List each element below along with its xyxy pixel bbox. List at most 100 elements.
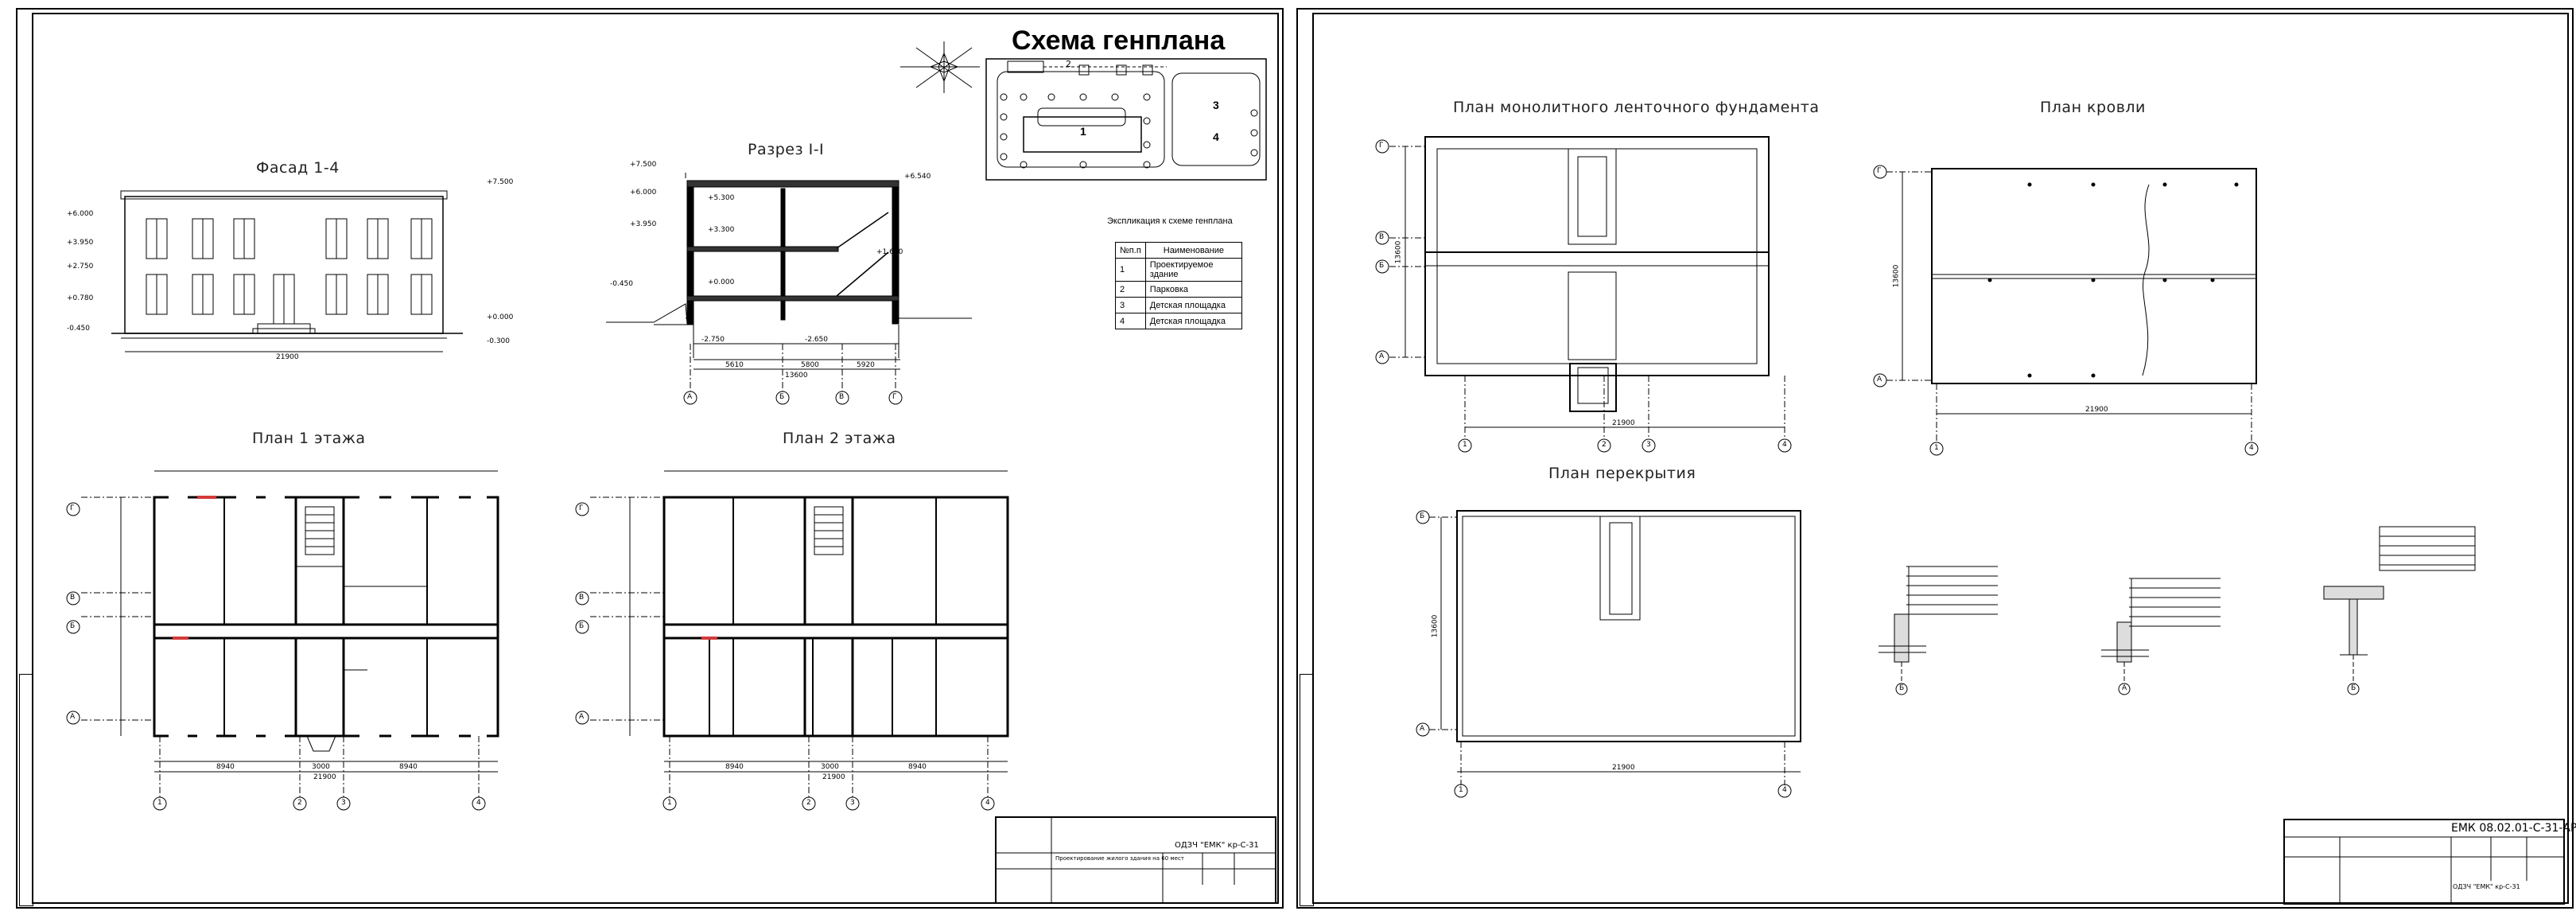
plan1-axis-label: 2	[297, 799, 302, 807]
plan1-axis-label: В	[70, 594, 76, 601]
facade-level: +3.950	[67, 239, 94, 247]
section-level: -2.750	[701, 336, 725, 344]
foundation-title: План монолитного ленточного фундамента	[1453, 99, 1820, 116]
foundation-axis-label: 1	[1463, 441, 1467, 449]
explication-title: Экспликация к схеме генплана	[1107, 216, 1233, 226]
plan2-dim: 8940	[908, 763, 927, 771]
foundation-axis-label: 4	[1782, 441, 1787, 449]
plan1-axes	[66, 496, 486, 811]
roof-axis-label: А	[1877, 376, 1882, 383]
section-axis-label: Г	[892, 393, 897, 401]
detail-node-3	[2323, 526, 2476, 695]
section-dim: 5610	[725, 361, 744, 369]
foundation-axis-label: В	[1379, 233, 1385, 241]
floor-axis-label: Б	[1420, 512, 1425, 520]
plan2-axis-label: 3	[850, 799, 855, 807]
roof-plan	[1931, 168, 2257, 384]
plan2-drawing	[629, 470, 1009, 773]
floor-overall-dim: 21900	[1612, 764, 1635, 772]
floor-axis-label: А	[1420, 725, 1425, 733]
roof-axes	[1873, 165, 2259, 456]
plan1-axis-label: 1	[157, 799, 162, 807]
sheet-1-frame	[32, 13, 1279, 904]
node-legend-lines	[1906, 566, 2220, 627]
foundation-axis-label: А	[1379, 352, 1385, 360]
section-axis-circles	[683, 344, 903, 405]
section-dim: 5800	[801, 361, 819, 369]
plan2-dim: 8940	[725, 763, 744, 771]
sheet-1: Фасад 1-4 Разрез I-I План 1 этажа План 2…	[16, 8, 1284, 909]
plan1-dim: 21900	[313, 773, 336, 781]
facade-width-dim: 21900	[276, 353, 299, 361]
facade-level: -0.300	[487, 337, 511, 345]
section-level: +1.650	[876, 248, 903, 256]
plan2-axes	[575, 496, 995, 811]
section-level: +3.300	[708, 226, 735, 234]
roof-title: План кровли	[2040, 99, 2146, 116]
plan1-dim: 8940	[216, 763, 235, 771]
plan1-axis-label: Г	[70, 504, 75, 512]
facade-windows	[146, 218, 433, 315]
plan1-axis-label: 4	[476, 799, 481, 807]
section-axis-label: Б	[779, 393, 785, 401]
stamp-project-text: Проектирование жилого здания на 60 мест	[1055, 855, 1184, 862]
plan2-dim: 3000	[821, 763, 839, 771]
facade-title: Фасад 1-4	[256, 159, 340, 177]
site-label-playground-4: 4	[1213, 130, 1219, 143]
sheet-2-frame	[1312, 13, 2569, 904]
foundation-axis-label: 2	[1602, 441, 1607, 449]
facade-level: +0.780	[67, 294, 94, 302]
section-dim: 13600	[785, 372, 808, 380]
floor-title: План перекрытия	[1548, 465, 1696, 482]
section-level: +5.300	[708, 194, 735, 202]
section-level: +3.950	[630, 220, 657, 228]
sheet-1-drawings	[66, 41, 1276, 904]
foundation-axes	[1375, 139, 1792, 453]
plan2-axis-label: 1	[667, 799, 672, 807]
floor-axis-label: 4	[1782, 786, 1787, 794]
stamp-code-sheet1: ОДЗЧ "ЕМК" кр-С-31	[1175, 841, 1259, 850]
plan2-axis-label: Г	[579, 504, 584, 512]
facade-level: -0.450	[67, 325, 91, 333]
plan1-axis-label: Б	[70, 622, 76, 630]
foundation-overall-dim: 21900	[1612, 419, 1635, 427]
node-label: Б	[2351, 684, 2356, 692]
sheet-2: План монолитного ленточного фундамента П…	[1296, 8, 2576, 909]
site-label-building: 1	[1080, 125, 1086, 138]
section-axis-label: А	[687, 393, 693, 401]
site-trees	[1000, 93, 1258, 169]
floor-side-dim: 13600	[1431, 614, 1440, 638]
detail-node-2	[2101, 578, 2149, 695]
section-level: +6.540	[904, 173, 931, 181]
site-label-playground-3: 3	[1213, 99, 1219, 111]
explication-header-name: Наименование	[1144, 242, 1243, 259]
roof-side-dim: 13600	[1892, 264, 1901, 288]
roof-overall-dim: 21900	[2085, 406, 2108, 414]
foundation-axis-label: 3	[1646, 441, 1651, 449]
roof-axis-label: Г	[1877, 167, 1882, 175]
site-plan	[985, 58, 1267, 181]
section-level: +0.000	[708, 278, 735, 286]
plan2-title: План 2 этажа	[783, 430, 896, 447]
section-title: Разрез I-I	[748, 141, 825, 158]
section-drawing	[606, 173, 972, 370]
floor-axis-label: 1	[1459, 786, 1463, 794]
section-level: -2.650	[805, 336, 829, 344]
facade-drawing	[111, 190, 463, 339]
foundation-axis-label: Б	[1379, 262, 1385, 270]
side-stamp-strip	[19, 674, 33, 906]
plan2-axis-label: 2	[806, 799, 811, 807]
title-block-2	[2283, 819, 2565, 905]
foundation-plan	[1424, 136, 1770, 412]
title-block-1	[995, 816, 1276, 904]
plan2-dim: 21900	[822, 773, 845, 781]
explication-header-row: №п.п Наименование	[1115, 242, 1243, 259]
plan2-axis-label: А	[579, 713, 585, 721]
facade-level: +6.000	[67, 210, 94, 218]
roof-axis-label: 1	[1934, 444, 1939, 452]
plan2-axis-label: В	[579, 594, 585, 601]
plan1-windows	[169, 496, 487, 738]
